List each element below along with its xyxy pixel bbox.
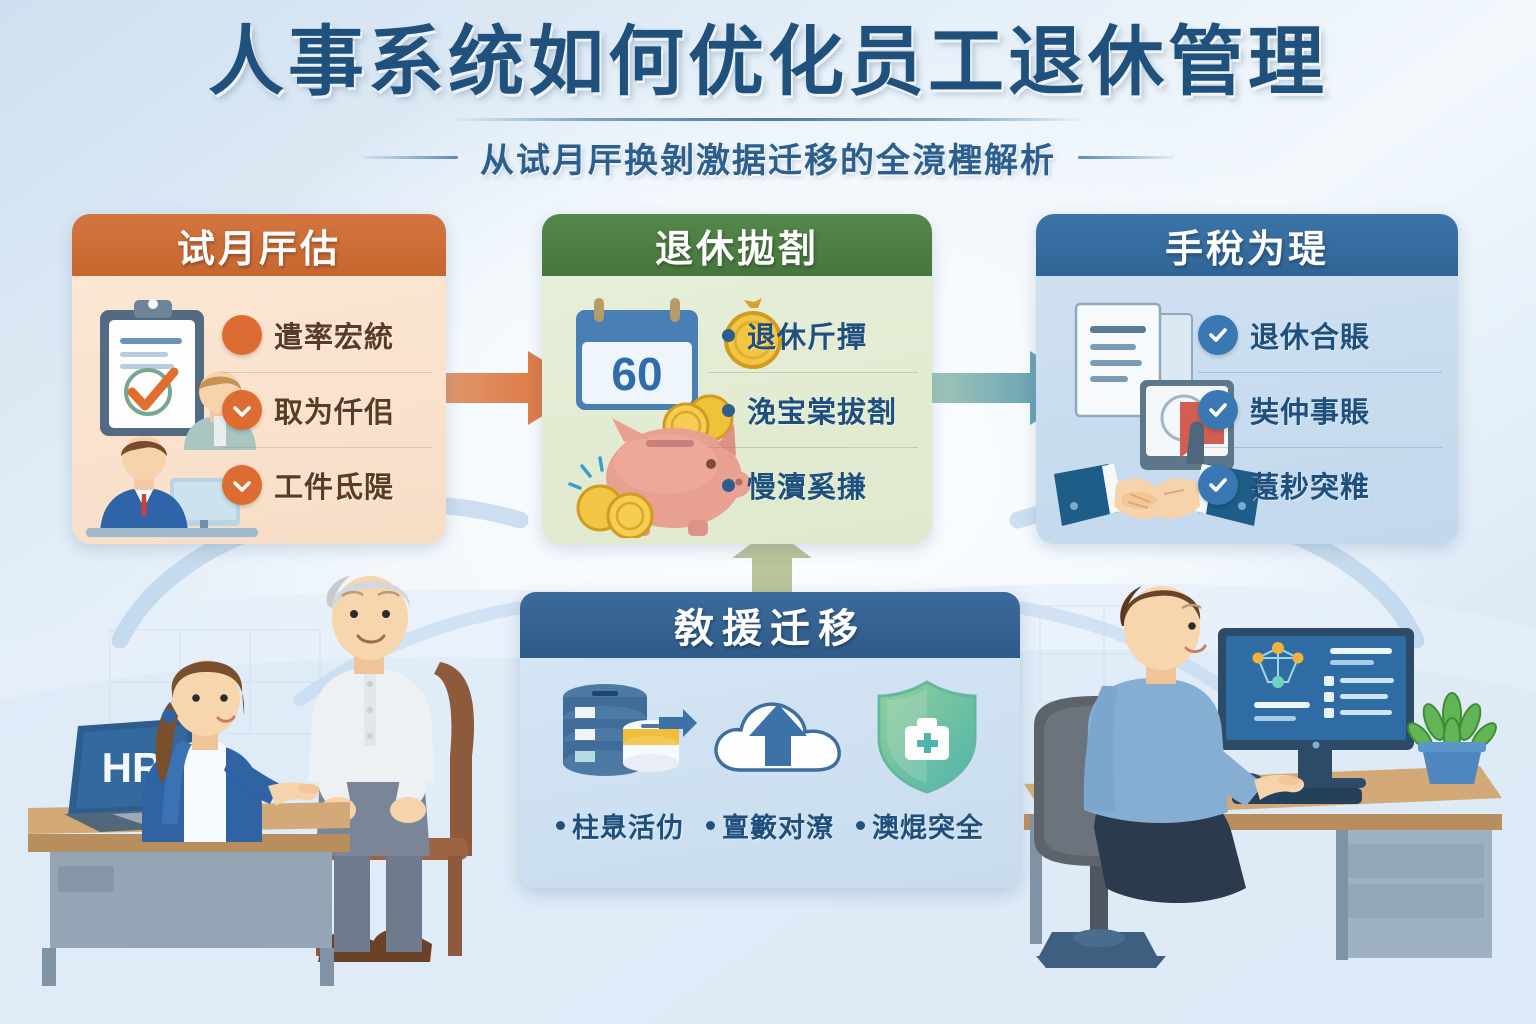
subtitle-dash-right bbox=[1078, 156, 1174, 160]
dot-small-icon bbox=[556, 821, 565, 830]
piggy-bank-icon bbox=[568, 418, 751, 538]
card-body-planning: 60 bbox=[542, 276, 932, 544]
data-migration-bullets: 柱臮活仂 亶籔对潦 澳焜突全 bbox=[520, 806, 1020, 845]
check-circle-icon bbox=[1198, 315, 1238, 355]
officer-at-desk-icon bbox=[86, 436, 258, 537]
title-divider bbox=[448, 118, 1088, 122]
coin-pouch-icon bbox=[724, 298, 782, 369]
bullet-label: 奘仲事賬 bbox=[1250, 397, 1371, 429]
desktop-monitor bbox=[1218, 628, 1414, 788]
dot-small-icon bbox=[722, 328, 735, 342]
bullet-label: 浼宝棠拔剳 bbox=[747, 397, 898, 429]
bullet-label: 亶籔对潦 bbox=[722, 813, 834, 843]
database-stack-icon bbox=[563, 684, 697, 776]
employee-man bbox=[1083, 586, 1305, 904]
cloud-upload-icon bbox=[714, 702, 841, 772]
bullet-item[interactable]: 柱臮活仂 bbox=[556, 806, 684, 845]
card-data-migration[interactable]: 敎援迁移 bbox=[520, 592, 1020, 888]
bullet-item[interactable]: 澳焜突全 bbox=[856, 806, 984, 845]
card-title-procedure: 手稅为瑅 bbox=[1164, 228, 1329, 271]
card-header-data-migration: 敎援迁移 bbox=[520, 592, 1020, 658]
clipboard-check-icon bbox=[100, 299, 204, 436]
dot-small-icon bbox=[722, 403, 735, 417]
documents-icon bbox=[1074, 302, 1193, 418]
dot-small-icon bbox=[706, 821, 715, 830]
flow-arrow-data-to-plan bbox=[732, 528, 812, 602]
bullet-item[interactable]: 奘仲事賬 bbox=[1198, 372, 1442, 447]
bullet-item[interactable]: 工件氐隄 bbox=[222, 447, 432, 522]
bullet-item[interactable]: 遣率宏統 bbox=[222, 298, 432, 372]
dot-solid-icon bbox=[222, 315, 262, 355]
employee-at-computer-illustration bbox=[1024, 586, 1502, 968]
card-header-procedure: 手稅为瑅 bbox=[1036, 214, 1458, 276]
card-title-data-migration: 敎援迁移 bbox=[674, 607, 866, 651]
calendar-icon: 60 bbox=[576, 298, 698, 410]
title-block: 人事系统如何优化员工退休管理 从试月厈换剝激据迁移的全滰檉解析 bbox=[0, 20, 1536, 182]
page-subtitle: 从试月厈换剝激据迁移的全滰檉解析 bbox=[480, 142, 1056, 181]
hr-officer-woman bbox=[142, 660, 320, 842]
hr-consultation-illustration: HR bbox=[28, 576, 475, 986]
bullet-label: 遣率宏統 bbox=[274, 322, 395, 354]
check-circle-icon bbox=[1198, 390, 1238, 430]
card-header-planning: 退休拋剳 bbox=[542, 214, 932, 276]
card-procedure-handling[interactable]: 手稅为瑅 bbox=[1036, 214, 1458, 544]
bullet-item[interactable]: 退休斤撢 bbox=[708, 298, 918, 372]
bullet-label: 澳焜突全 bbox=[872, 813, 984, 843]
card-header-probation: 试月厈估 bbox=[72, 214, 446, 276]
card-body-data-migration: 柱臮活仂 亶籔对潦 澳焜突全 bbox=[520, 658, 1020, 888]
dot-small-icon bbox=[722, 478, 735, 492]
card-title-probation: 试月厈估 bbox=[176, 228, 341, 271]
bullet-list-planning: 退休斤撢 浼宝棠拔剳 慢瀆奚搛 bbox=[708, 298, 918, 522]
subtitle-dash-left bbox=[362, 156, 458, 160]
bullet-item[interactable]: 退休合賬 bbox=[1198, 298, 1442, 372]
check-circle-icon bbox=[1198, 465, 1238, 505]
bullet-item[interactable]: 取为仟佀 bbox=[222, 372, 432, 447]
calendar-number-text: 60 bbox=[611, 348, 662, 400]
bullet-label: 退休斤撢 bbox=[747, 322, 868, 354]
card-body-procedure: 退休合賬 奘仲事賬 薳耖突䊒 bbox=[1036, 276, 1458, 544]
bullet-label: 工件氐隄 bbox=[274, 472, 395, 504]
bullet-label: 柱臮活仂 bbox=[572, 813, 684, 843]
bullet-item[interactable]: 薳耖突䊒 bbox=[1198, 447, 1442, 522]
subtitle-row: 从试月厈换剝激据迁移的全滰檉解析 bbox=[0, 133, 1536, 182]
shield-medical-icon bbox=[877, 680, 977, 794]
dot-small-icon bbox=[856, 821, 865, 830]
card-body-probation: 遣率宏統 取为仟佀 工件氐隄 bbox=[72, 276, 446, 544]
card-probation-evaluation[interactable]: 试月厈估 bbox=[72, 214, 446, 544]
bullet-item[interactable]: 慢瀆奚搛 bbox=[708, 447, 918, 522]
data-migration-icon-row bbox=[520, 658, 1020, 802]
bullet-label: 慢瀆奚搛 bbox=[747, 472, 868, 504]
bullet-list-probation: 遣率宏統 取为仟佀 工件氐隄 bbox=[222, 298, 432, 522]
bullet-item[interactable]: 浼宝棠拔剳 bbox=[708, 372, 918, 447]
card-title-planning: 退休拋剳 bbox=[654, 228, 819, 271]
check-circle-icon bbox=[222, 465, 262, 505]
page-title: 人事系统如何优化员工退休管理 bbox=[208, 20, 1328, 105]
card-retirement-planning[interactable]: 退休拋剳 60 bbox=[542, 214, 932, 544]
bullet-item[interactable]: 亶籔对潦 bbox=[706, 806, 834, 845]
bullet-label: 薳耖突䊒 bbox=[1250, 472, 1371, 504]
check-circle-icon bbox=[222, 390, 262, 430]
potted-plant-icon bbox=[1407, 692, 1497, 784]
bullet-label: 退休合賬 bbox=[1250, 322, 1371, 354]
bullet-list-procedure: 退休合賬 奘仲事賬 薳耖突䊒 bbox=[1198, 298, 1442, 522]
bullet-label: 取为仟佀 bbox=[274, 397, 395, 429]
